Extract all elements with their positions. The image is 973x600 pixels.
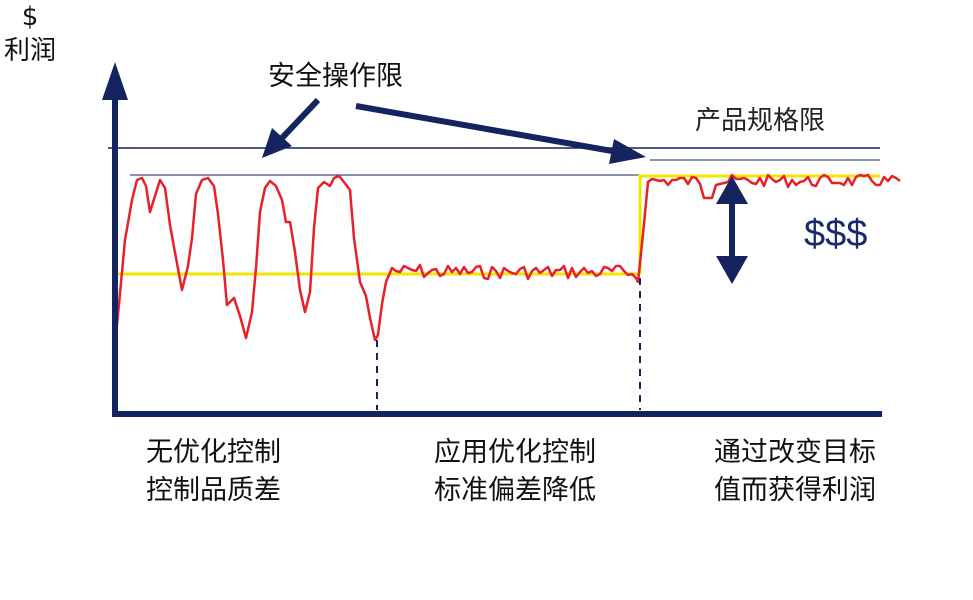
gain-arrow-up-head: [716, 176, 748, 204]
phase2-caption-line2: 标准偏差降低: [434, 475, 596, 506]
safe-limit-arrow-right-head: [609, 139, 646, 164]
y-axis-arrowhead: [102, 62, 128, 100]
safe-limit-arrow-right-shaft: [355, 103, 613, 154]
gain-arrow-down-head: [716, 256, 748, 284]
safe-limit-arrow-left-shaft: [279, 97, 321, 141]
phase3-caption-line2: 值而获得利润: [714, 475, 876, 506]
phase1-caption-line2: 控制品质差: [146, 475, 281, 506]
safe-limit-arrow-left-head: [262, 128, 292, 158]
y-axis-label: 利润: [3, 36, 56, 66]
phase2-caption: 应用优化控制 标准偏差降低: [434, 434, 596, 510]
y-axis-symbol: $: [21, 2, 39, 32]
phase3-caption-line1: 通过改变目标: [714, 437, 876, 468]
phase1-caption: 无优化控制 控制品质差: [146, 434, 281, 510]
phase2-caption-line1: 应用优化控制: [434, 437, 596, 468]
spec-limit-label: 产品规格限: [695, 106, 826, 136]
safe-limit-label: 安全操作限: [268, 61, 403, 92]
process-signal-trace: [115, 173, 901, 342]
target-line-raised: [638, 174, 880, 274]
y-axis-title: $ 利润: [0, 0, 60, 68]
gain-label: $$$: [804, 213, 868, 255]
phase3-caption: 通过改变目标 值而获得利润: [714, 434, 876, 510]
phase1-caption-line1: 无优化控制: [146, 437, 281, 468]
